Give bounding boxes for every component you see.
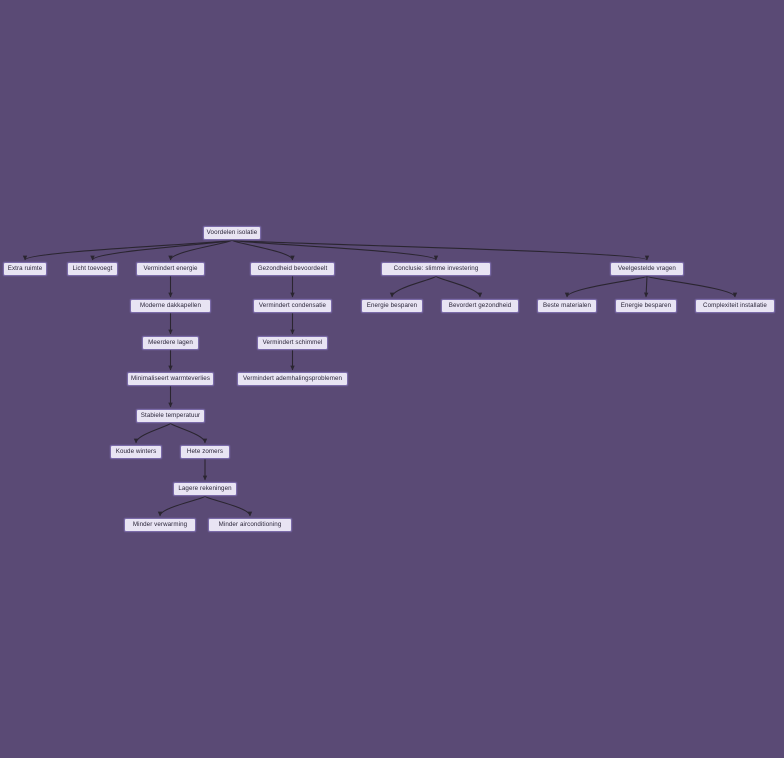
- node-besparen2[interactable]: Energie besparen: [615, 299, 677, 313]
- edge-root-to-energie: [168, 239, 233, 261]
- node-label: Veelgestelde vragen: [618, 264, 676, 272]
- node-label: Vermindert ademhalingsproblemen: [242, 374, 343, 382]
- node-energie[interactable]: Vermindert energie: [136, 262, 205, 276]
- node-gezondheid[interactable]: Gezondheid bevoordeelt: [250, 262, 335, 276]
- node-label: Beste materialen: [542, 301, 592, 309]
- edge-conclusie-to-besparen1: [389, 275, 437, 298]
- node-dakkapellen[interactable]: Moderne dakkapellen: [130, 299, 211, 313]
- edge-rekeningen-to-airco: [204, 495, 253, 517]
- edge-root-to-licht: [90, 239, 233, 261]
- node-label: Meerdere lagen: [148, 338, 193, 346]
- node-zomers[interactable]: Hete zomers: [180, 445, 230, 459]
- node-label: Minder verwarming: [132, 520, 188, 528]
- edge-root-to-gezondheid: [231, 239, 295, 261]
- edge-rekeningen-to-verwarming: [157, 495, 206, 517]
- edge-faq-to-materialen: [564, 275, 648, 298]
- node-label: Energie besparen: [366, 301, 418, 309]
- node-schimmel[interactable]: Vermindert schimmel: [257, 336, 328, 350]
- node-airco[interactable]: Minder airconditioning: [208, 518, 292, 532]
- node-label: Vermindert schimmel: [262, 338, 323, 346]
- node-label: Licht toevoegt: [72, 264, 113, 272]
- node-label: Stabiele temperatuur: [140, 411, 201, 419]
- edge-stabiel-to-winters: [133, 422, 172, 444]
- node-label: Lagere rekeningen: [178, 484, 232, 492]
- edge-stabiel-to-zomers: [169, 422, 208, 444]
- node-label: Moderne dakkapellen: [139, 301, 202, 309]
- node-warmte[interactable]: Minimaliseert warmteverlies: [127, 372, 214, 386]
- node-bevordert[interactable]: Bevordert gezondheid: [441, 299, 519, 313]
- node-verwarming[interactable]: Minder verwarming: [124, 518, 196, 532]
- node-complexiteit[interactable]: Complexiteit installatie: [695, 299, 775, 313]
- node-lagen[interactable]: Meerdere lagen: [142, 336, 199, 350]
- node-conclusie[interactable]: Conclusie: slimme investering: [381, 262, 491, 276]
- node-label: Vermindert condensatie: [258, 301, 327, 309]
- node-rekeningen[interactable]: Lagere rekeningen: [173, 482, 237, 496]
- node-besparen1[interactable]: Energie besparen: [361, 299, 423, 313]
- node-label: Bevordert gezondheid: [448, 301, 512, 309]
- edge-root-to-faq: [231, 239, 649, 261]
- node-label: Minimaliseert warmteverlies: [130, 374, 211, 382]
- node-label: Energie besparen: [620, 301, 672, 309]
- node-stabiel[interactable]: Stabiele temperatuur: [136, 409, 205, 423]
- node-root[interactable]: Voordelen isolatie: [203, 226, 261, 240]
- node-label: Extra ruimte: [7, 264, 43, 272]
- node-licht[interactable]: Licht toevoegt: [67, 262, 118, 276]
- node-label: Complexiteit installatie: [703, 301, 767, 309]
- edge-conclusie-to-bevordert: [435, 275, 483, 298]
- node-ademhaling[interactable]: Vermindert ademhalingsproblemen: [237, 372, 348, 386]
- edge-faq-to-besparen2: [644, 275, 649, 298]
- node-materialen[interactable]: Beste materialen: [537, 299, 597, 313]
- node-label: Conclusie: slimme investering: [393, 264, 479, 272]
- node-label: Hete zomers: [186, 447, 224, 455]
- edge-root-to-ruimte: [22, 239, 233, 261]
- node-winters[interactable]: Koude winters: [110, 445, 162, 459]
- node-label: Gezondheid bevoordeelt: [257, 264, 328, 272]
- node-ruimte[interactable]: Extra ruimte: [3, 262, 47, 276]
- node-label: Koude winters: [115, 447, 157, 455]
- node-condensatie[interactable]: Vermindert condensatie: [253, 299, 332, 313]
- node-label: Voordelen isolatie: [206, 228, 258, 236]
- node-label: Vermindert energie: [143, 264, 198, 272]
- node-faq[interactable]: Veelgestelde vragen: [610, 262, 684, 276]
- edge-root-to-conclusie: [231, 239, 439, 261]
- node-label: Minder airconditioning: [218, 520, 282, 528]
- edge-faq-to-complexiteit: [646, 275, 738, 298]
